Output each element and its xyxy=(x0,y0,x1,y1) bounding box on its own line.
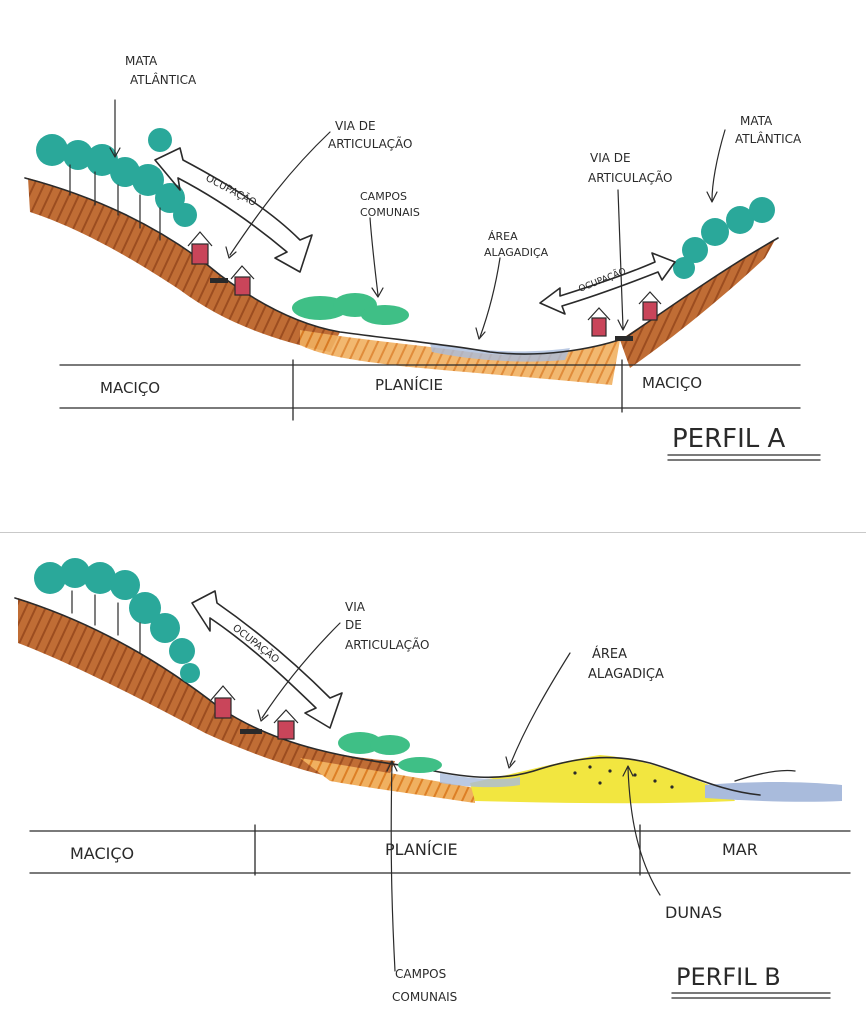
road xyxy=(240,729,262,734)
plain-soil xyxy=(300,330,620,385)
label-via-3: ARTICULAÇÃO xyxy=(345,637,430,652)
zone-mar: MAR xyxy=(722,840,758,859)
label-campos-1: CAMPOS xyxy=(395,967,446,981)
profile-b-sketch: VIA DE ARTICULAÇÃO OCUPAÇÃO ÁREA ALAGADI… xyxy=(0,533,866,1012)
label-campos-2: COMUNAIS xyxy=(360,206,420,219)
profile-a-title: PERFIL A xyxy=(672,424,786,454)
zone-planicie: PLANÍCIE xyxy=(375,375,443,394)
zone-planicie: PLANÍCIE xyxy=(385,840,458,859)
label-area-2: ALAGADIÇA xyxy=(484,246,549,259)
label-ocupacao-left: OCUPAÇÃO xyxy=(204,171,259,209)
label-dunas: DUNAS xyxy=(665,903,722,922)
label-mata-right-1: MATA xyxy=(740,114,773,128)
label-mata-left-1: MATA xyxy=(125,54,158,68)
label-area-2: ALAGADIÇA xyxy=(588,667,664,682)
label-ocupacao: OCUPAÇÃO xyxy=(230,621,282,666)
label-campos-2: COMUNAIS xyxy=(392,990,457,1004)
profile-b-title: PERFIL B xyxy=(676,963,781,991)
label-ocupacao-right: OCUPAÇÃO xyxy=(577,266,628,295)
label-via-left-1: VIA DE xyxy=(335,119,376,133)
label-mata-right-2: ATLÂNTICA xyxy=(735,131,802,146)
profile-b-panel: VIA DE ARTICULAÇÃO OCUPAÇÃO ÁREA ALAGADI… xyxy=(0,532,866,1012)
label-via-right-1: VIA DE xyxy=(590,151,631,165)
label-via-2: DE xyxy=(345,618,362,632)
label-mata-left-2: ATLÂNTICA xyxy=(130,72,197,87)
sea-water xyxy=(705,782,842,802)
campos-grass xyxy=(292,293,409,325)
label-area-1: ÁREA xyxy=(488,230,518,243)
label-via-1: VIA xyxy=(345,600,366,614)
road-left xyxy=(210,278,228,283)
zone-macico-right: MACIÇO xyxy=(642,374,702,392)
label-area-1: ÁREA xyxy=(592,646,627,662)
label-via-left-2: ARTICULAÇÃO xyxy=(328,136,413,151)
zone-macico-left: MACIÇO xyxy=(100,379,160,397)
label-via-right-2: ARTICULAÇÃO xyxy=(588,170,673,185)
profile-a-panel: MATA ATLÂNTICA VIA DE ARTICULAÇÃO OCUPAÇ… xyxy=(0,0,866,520)
forest-right xyxy=(673,197,775,279)
label-campos-1: CAMPOS xyxy=(360,190,407,203)
zone-macico: MACIÇO xyxy=(70,844,134,863)
profile-a-sketch: MATA ATLÂNTICA VIA DE ARTICULAÇÃO OCUPAÇ… xyxy=(0,0,866,520)
road-right xyxy=(615,336,633,341)
